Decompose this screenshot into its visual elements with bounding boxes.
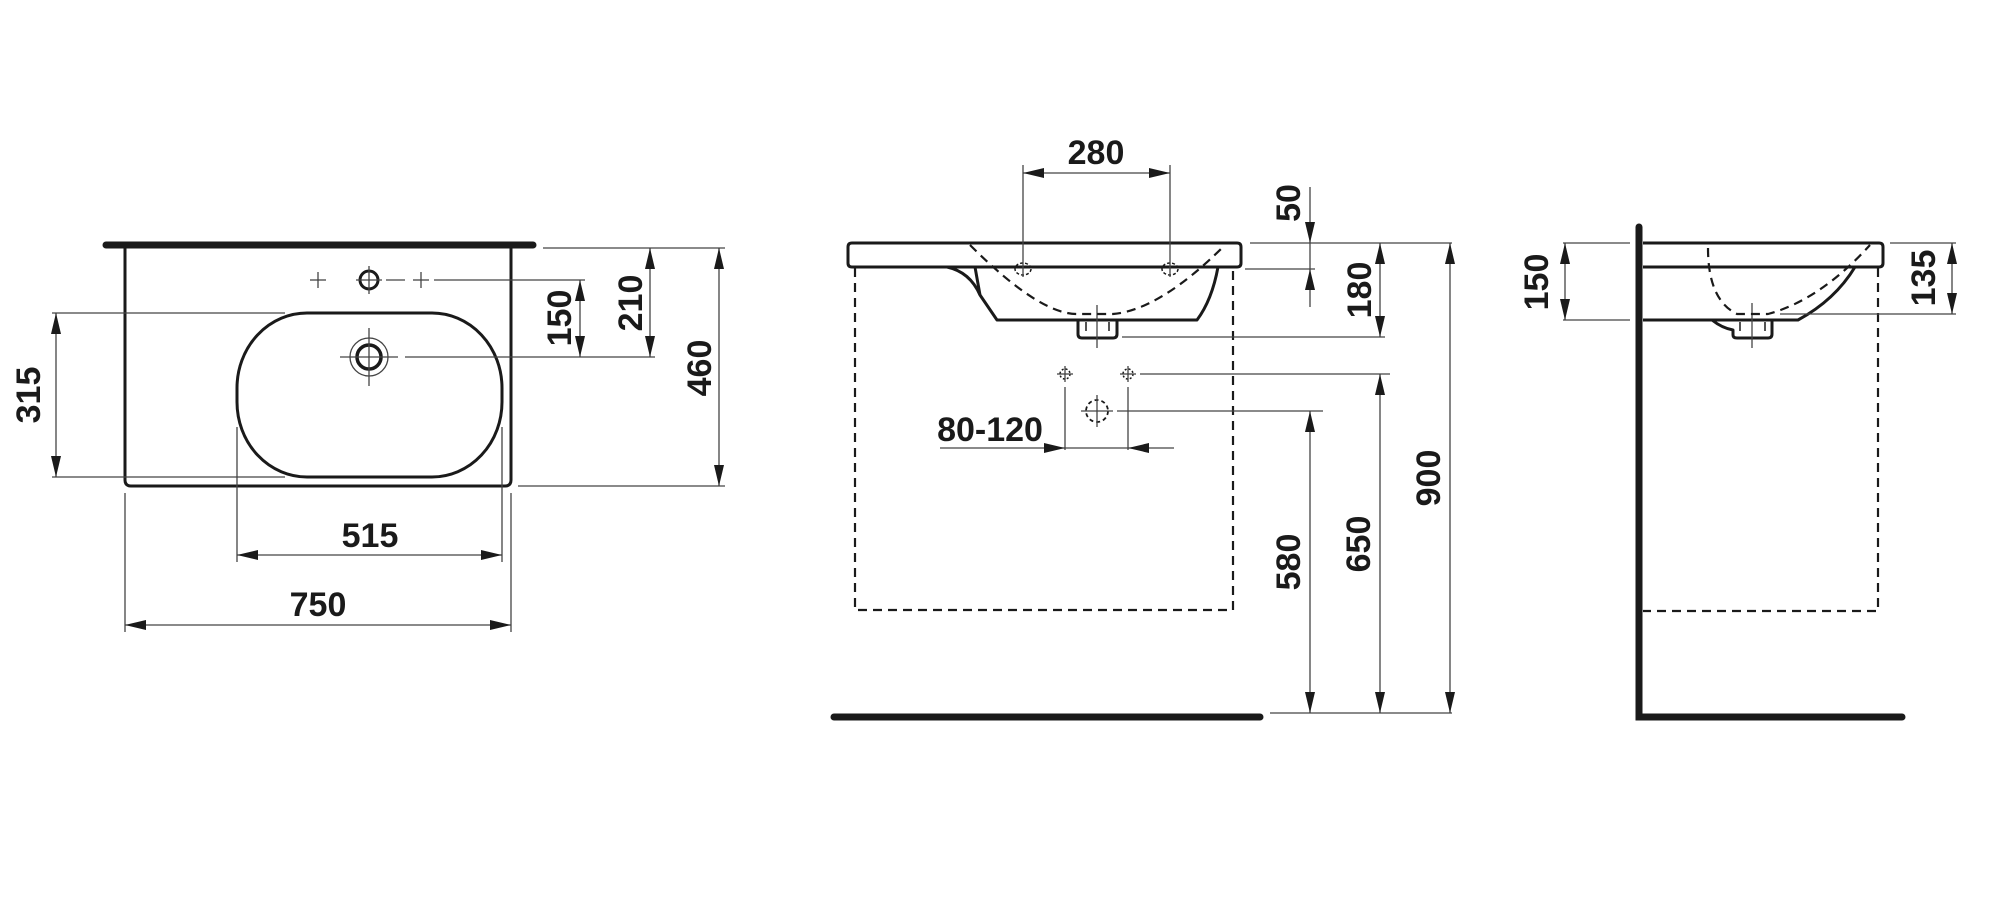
side-view: 150 135 bbox=[1518, 223, 1957, 721]
bowl-outline bbox=[235, 311, 504, 479]
basin-rim bbox=[846, 241, 1243, 269]
dim-tap-hole-spacing: 280 bbox=[1068, 134, 1125, 172]
dim-basin-height: 180 bbox=[1341, 262, 1379, 319]
wall-and-floor bbox=[1635, 223, 1906, 721]
inner-bowl-hidden bbox=[1706, 244, 1871, 316]
dim-bowl-width: 515 bbox=[342, 517, 399, 555]
dim-installation-height: 900 bbox=[1410, 450, 1448, 507]
vanity-unit-hidden bbox=[1643, 268, 1880, 613]
drain-outlet bbox=[1711, 318, 1774, 340]
optional-tap-hole-right-icon bbox=[413, 272, 429, 288]
dim-waste-height: 580 bbox=[1270, 534, 1308, 591]
waste-outlet-icon bbox=[1081, 395, 1113, 427]
drain-icon bbox=[340, 328, 398, 386]
vanity-unit-hidden bbox=[853, 268, 1235, 612]
supply-point-left-icon bbox=[1057, 366, 1073, 382]
inner-bowl-hidden bbox=[969, 244, 1226, 316]
dim-supply-height: 650 bbox=[1340, 516, 1378, 573]
basin-outline bbox=[123, 248, 513, 488]
front-view: 280 80-120 bbox=[830, 134, 1455, 721]
dim-bowl-depth: 315 bbox=[10, 367, 48, 424]
tap-hole-icon bbox=[356, 266, 382, 294]
dim-side-height-front: 135 bbox=[1905, 250, 1943, 307]
dim-overall-depth: 460 bbox=[681, 340, 719, 397]
dim-side-height-wall: 150 bbox=[1518, 254, 1556, 311]
supply-point-right-icon bbox=[1120, 366, 1136, 382]
basin-body bbox=[1643, 266, 1857, 322]
dim-wall-to-drain: 210 bbox=[612, 275, 650, 332]
dim-rim-thickness: 50 bbox=[1270, 184, 1308, 222]
dim-supply-spacing: 80-120 bbox=[937, 411, 1043, 449]
basin-rim bbox=[1643, 241, 1885, 269]
dim-tap-to-drain: 150 bbox=[541, 290, 579, 347]
bowl-body bbox=[973, 266, 1220, 322]
dim-overall-width: 750 bbox=[290, 586, 347, 624]
top-view: 315 150 210 460 515 750 bbox=[10, 241, 725, 632]
optional-tap-hole-left-icon bbox=[310, 272, 326, 288]
